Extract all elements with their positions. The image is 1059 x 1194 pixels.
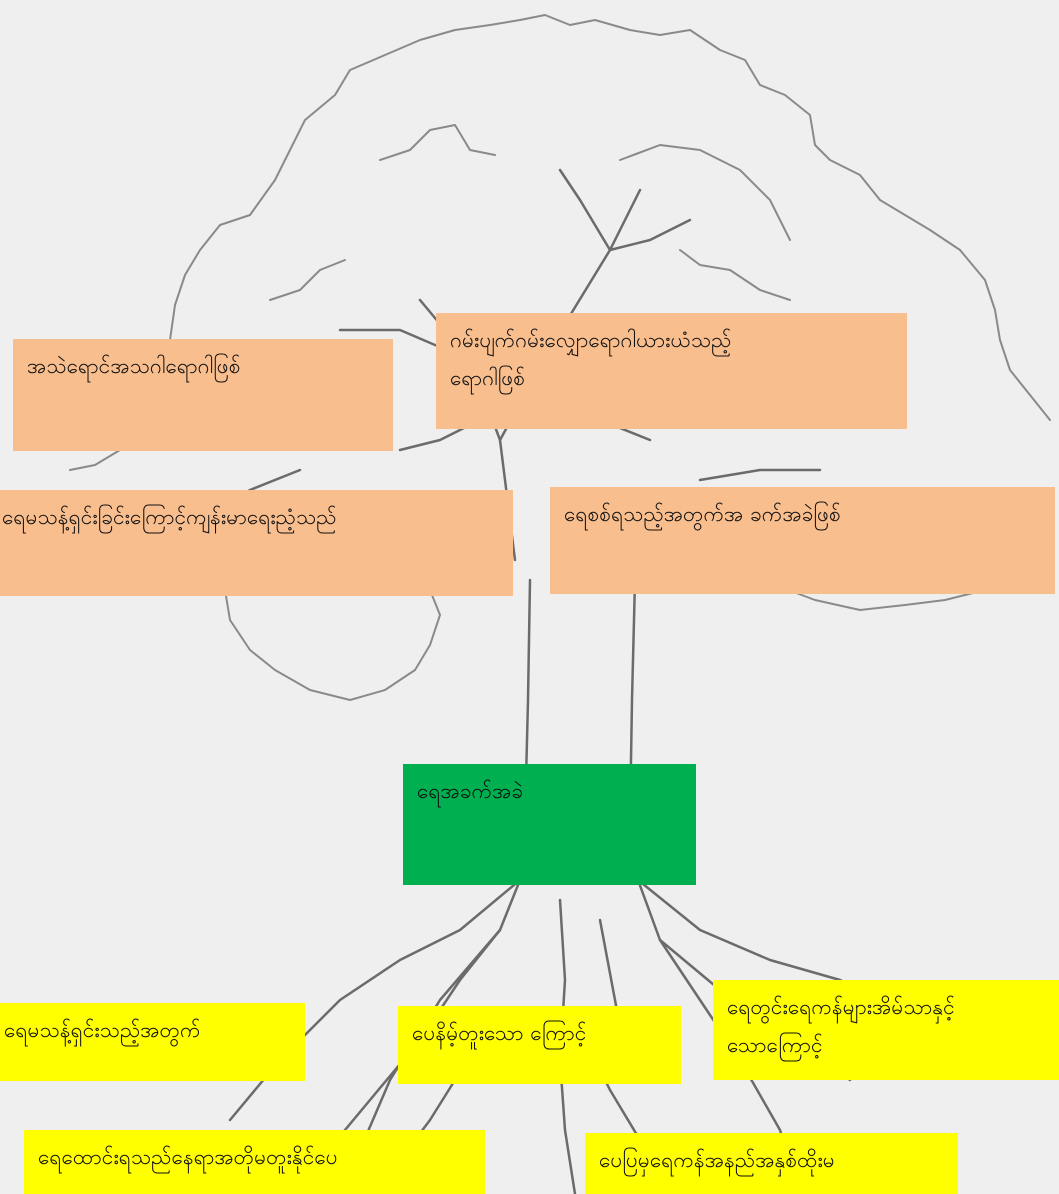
cause-2-line-1: ပေနိမ့်တူးသော ကြောင့် [412,1021,587,1045]
effect-1-line-1: အသဲရောင်အသဂါရောဂါဖြစ် [27,354,241,378]
cause-box-5: ပေပြမှရေကန်အနည်အနှစ်ထိုးမ [585,1133,958,1194]
cause-box-3: ရေတွင်းရေကန်များအိမ်သာနှင့် သောကြောင့် [713,980,1059,1080]
cause-box-1: ရေမသန့်ရှင်းသည့်အတွက် [0,1003,305,1081]
core-problem-box: ရေအခက်အခဲ [403,764,696,885]
effect-box-1: အသဲရောင်အသဂါရောဂါဖြစ် [13,339,393,451]
effect-2-line-2: ရောဂါဖြစ် [450,366,526,390]
effect-4-line-1: ရေစစ်ရသည့်အတွက်အ ခက်အခဲဖြစ် [564,502,841,526]
effect-box-2: ဂမ်းပျက်ဂမ်းလျှောရောဂါယားယံသည့် ရောဂါဖြစ… [436,313,907,429]
cause-5-line-1: ပေပြမှရေကန်အနည်အနှစ်ထိုးမ [599,1148,835,1172]
cause-1-line-1: ရေမသန့်ရှင်းသည့်အတွက် [4,1018,201,1042]
cause-box-2: ပေနိမ့်တူးသော ကြောင့် [398,1006,681,1084]
cause-3-line-2: သောကြောင့် [727,1033,823,1057]
tree-trunk [318,578,802,1194]
effect-box-3: ရေမသန့်ရှင်းခြင်းကြောင့်ကျန်းမာရေးညံ့သည် [0,490,513,596]
cause-3-line-1: ရေတွင်းရေကန်များအိမ်သာနှင့် [727,995,955,1019]
effect-2-line-1: ဂမ်းပျက်ဂမ်းလျှောရောဂါယားယံသည့် [450,328,732,352]
core-problem-label: ရေအခက်အခဲ [417,779,524,803]
effect-box-4: ရေစစ်ရသည့်အတွက်အ ခက်အခဲဖြစ် [550,487,1055,594]
cause-box-4: ရေထောင်းရသည်နေရာအတိုမတူးနိုင်ပေ [24,1130,485,1194]
cause-4-line-1: ရေထောင်းရသည်နေရာအတိုမတူးနိုင်ပေ [38,1145,338,1169]
effect-3-line-1: ရေမသန့်ရှင်းခြင်းကြောင့်ကျန်းမာရေးညံ့သည် [2,505,337,529]
